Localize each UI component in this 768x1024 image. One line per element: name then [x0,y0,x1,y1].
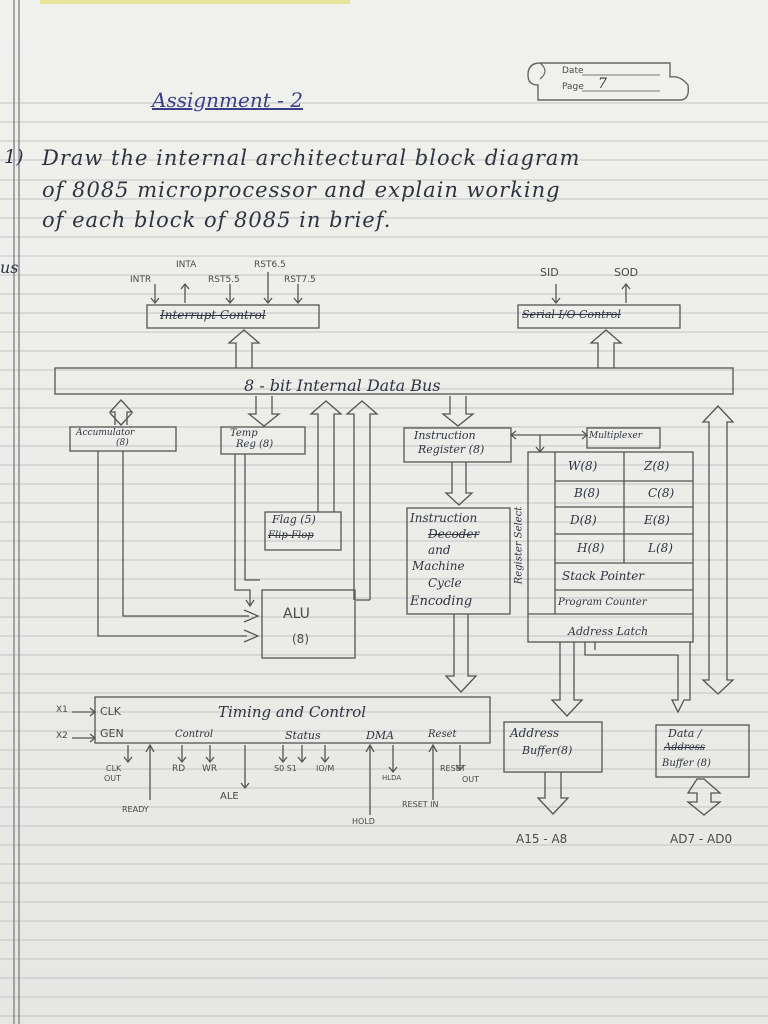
serial-control-label: Serial I/O Control [522,308,621,321]
reset-in-label: RESET IN [402,800,439,809]
accumulator-size: (8) [116,438,129,448]
rst65-label: RST6.5 [254,260,286,270]
page-label: Page [562,82,584,92]
margin-note: us [0,258,19,277]
register-select-label: Register Select [513,506,525,585]
clk-out-label-1: CLK [106,764,122,773]
date-page-scroll [527,62,690,101]
question-line-3: of each block of 8085 in brief. [42,208,392,232]
decoder-line-4: Machine [412,559,465,573]
gen-label: GEN [100,727,124,740]
io-m-label: IO/M [316,764,335,773]
question-line-2: of 8085 microprocessor and explain worki… [42,178,561,202]
instruction-register-size: Register (8) [418,443,485,456]
rst75-label: RST7.5 [284,275,316,285]
rst55-label: RST5.5 [208,275,240,285]
control-group-label: Control [175,729,214,740]
alu-label: ALU [283,606,310,622]
dma-group-label: DMA [366,729,395,742]
clk-out-label-2: OUT [104,774,122,783]
clk-label: CLK [100,705,122,718]
date-label: Date [562,66,584,76]
rd-label: RD [172,764,186,774]
temp-reg-label: Temp [230,428,258,439]
data-bus-label: 8 - bit Internal Data Bus [244,376,441,395]
data-address-buffer-label-1: Data / [668,727,702,740]
decoder-line-2: Decoder [428,527,480,541]
data-address-buffer-label-2: Address [664,742,705,753]
question-line-1: Draw the internal architectural block di… [42,146,581,170]
page-number: 7 [598,76,607,92]
x2-label: X2 [56,731,68,741]
status-group-label: Status [285,729,321,742]
reg-l: L(8) [648,541,673,555]
timing-control-label: Timing and Control [218,703,367,721]
reg-b: B(8) [574,486,600,500]
multiplexer-label: Multiplexer [589,431,643,441]
stack-pointer-label: Stack Pointer [562,569,645,583]
reg-z: Z(8) [644,459,670,473]
flipflop-label: Flip-Flop [268,530,314,541]
inta-label: INTA [176,260,197,270]
ale-label: ALE [220,791,239,802]
wr-label: WR [202,764,218,774]
alu-size: (8) [292,632,309,646]
instruction-register-label: Instruction [414,429,476,442]
address-buffer-label: Address [510,726,560,740]
accumulator-label: Accumulator [76,428,135,438]
hlda-label: HLDA [382,774,402,782]
ready-label: READY [122,805,149,814]
address-buffer-size: Buffer(8) [522,744,573,757]
intr-label: INTR [130,275,152,285]
s0-s1-label: S0 S1 [274,764,297,773]
decoder-line-1: Instruction [410,511,478,525]
data-output-label: AD7 - AD0 [670,832,733,846]
decoder-line-3: and [428,543,451,557]
reg-e: E(8) [644,513,670,527]
temp-reg-size: Reg (8) [236,439,274,450]
page-title: Assignment - 2 [152,88,303,112]
reg-w: W(8) [568,459,598,473]
address-output-label: A15 - A8 [516,832,568,846]
reset-out-label-2: OUT [462,775,480,784]
hold-label: HOLD [352,817,375,826]
sod-label: SOD [614,266,639,279]
address-latch-label: Address Latch [568,625,649,638]
decoder-line-6: Encoding [410,594,473,609]
program-counter-label: Program Counter [558,597,647,608]
question-number: 1) [4,146,24,168]
reset-group-label: Reset [428,729,457,740]
sid-label: SID [540,266,559,279]
reg-h: H(8) [577,541,605,555]
interrupt-control-label: Interrupt Control [160,308,266,322]
flag-label: Flag (5) [272,513,316,526]
data-address-buffer-label-3: Buffer (8) [662,758,711,769]
x1-label: X1 [56,705,68,715]
decoder-line-5: Cycle [428,576,462,590]
reset-out-label-1: RESET [440,764,466,773]
reg-c: C(8) [648,486,675,500]
reg-d: D(8) [570,513,597,527]
